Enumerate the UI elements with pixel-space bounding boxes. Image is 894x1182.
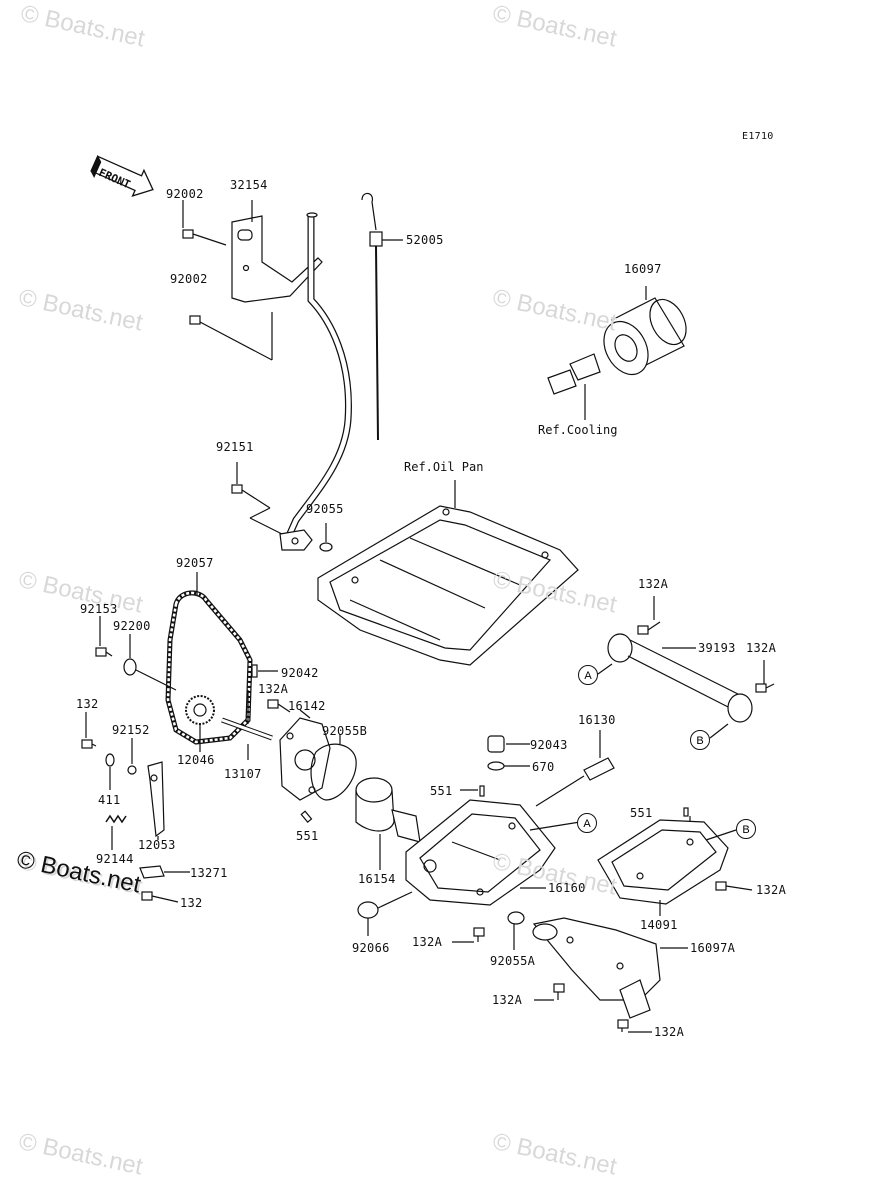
part-label-132[interactable]: 132 [180, 896, 203, 910]
oil-pan-outline [317, 480, 579, 666]
part-label-32154[interactable]: 32154 [230, 178, 268, 192]
part-label-92152[interactable]: 92152 [112, 723, 150, 737]
part-label-132a[interactable]: 132A [258, 682, 289, 696]
diagram-id: E1710 [742, 131, 774, 142]
part-label-12046[interactable]: 12046 [177, 753, 215, 767]
bolt-icon [141, 891, 179, 903]
oil-pipe-icon [607, 633, 753, 723]
part-label-132a[interactable]: 132A [746, 641, 777, 655]
part-label-12053[interactable]: 12053 [138, 838, 176, 852]
callout-b: B [736, 819, 756, 839]
part-label-92042[interactable]: 92042 [281, 666, 319, 680]
bolt-icon [473, 927, 485, 942]
bolt-icon [715, 881, 753, 891]
bolt-icon [637, 621, 661, 635]
part-label-92151[interactable]: 92151 [216, 440, 254, 454]
part-label-16142[interactable]: 16142 [288, 699, 326, 713]
bolt-icon [81, 739, 97, 749]
oil-strainer-icon [355, 777, 421, 843]
ref-cooling[interactable]: Ref.Cooling [538, 423, 618, 437]
part-label-92002[interactable]: 92002 [166, 187, 204, 201]
part-label-92055a[interactable]: 92055A [490, 954, 536, 968]
part-label-92057[interactable]: 92057 [176, 556, 214, 570]
part-label-132a[interactable]: 132A [756, 883, 787, 897]
bolt-icon [755, 683, 775, 693]
callout-b: B [690, 730, 710, 750]
part-label-132a[interactable]: 132A [412, 935, 443, 949]
part-label-92144[interactable]: 92144 [96, 852, 134, 866]
part-label-16097a[interactable]: 16097A [690, 941, 736, 955]
part-label-92200[interactable]: 92200 [113, 619, 151, 633]
part-label-132a[interactable]: 132A [654, 1025, 685, 1039]
oil-pump-housing [405, 799, 556, 906]
bolt-icon [189, 315, 273, 361]
part-label-132a[interactable]: 132A [492, 993, 523, 1007]
part-label-16160[interactable]: 16160 [548, 881, 586, 895]
bolt-icon [267, 699, 291, 713]
part-label-132a[interactable]: 132A [638, 577, 669, 591]
callout-a: A [578, 665, 598, 685]
part-label-13107[interactable]: 13107 [224, 767, 262, 781]
callout-a: A [577, 813, 597, 833]
part-label-16097[interactable]: 16097 [624, 262, 662, 276]
part-label-92002[interactable]: 92002 [170, 272, 208, 286]
part-label-670[interactable]: 670 [532, 760, 555, 774]
part-label-16154[interactable]: 16154 [358, 872, 396, 886]
part-label-13271[interactable]: 13271 [190, 866, 228, 880]
part-label-92153[interactable]: 92153 [80, 602, 118, 616]
part-label-39193[interactable]: 39193 [698, 641, 736, 655]
part-label-92066[interactable]: 92066 [352, 941, 390, 955]
part-label-551[interactable]: 551 [430, 784, 453, 798]
bolt-icon [231, 484, 271, 509]
part-label-132[interactable]: 132 [76, 697, 99, 711]
oil-pump-icon [279, 717, 331, 801]
front-arrow-icon [90, 154, 154, 197]
part-label-92055[interactable]: 92055 [306, 502, 344, 516]
part-label-92055b[interactable]: 92055B [322, 724, 368, 738]
bolt-icon [617, 1019, 629, 1032]
part-label-551[interactable]: 551 [630, 806, 653, 820]
part-label-16130[interactable]: 16130 [578, 713, 616, 727]
part-label-92043[interactable]: 92043 [530, 738, 568, 752]
bolt-icon [553, 983, 565, 1000]
filter-housing-icon [532, 917, 661, 1019]
bolt-icon [182, 229, 227, 246]
part-label-52005[interactable]: 52005 [406, 233, 444, 247]
part-label-14091[interactable]: 14091 [640, 918, 678, 932]
bolt-icon [95, 647, 113, 657]
part-label-551[interactable]: 551 [296, 829, 319, 843]
ref-oil-pan[interactable]: Ref.Oil Pan [404, 460, 484, 474]
oil-filter-icon [603, 286, 687, 376]
pump-cover-icon [597, 819, 729, 905]
part-label-411[interactable]: 411 [98, 793, 121, 807]
